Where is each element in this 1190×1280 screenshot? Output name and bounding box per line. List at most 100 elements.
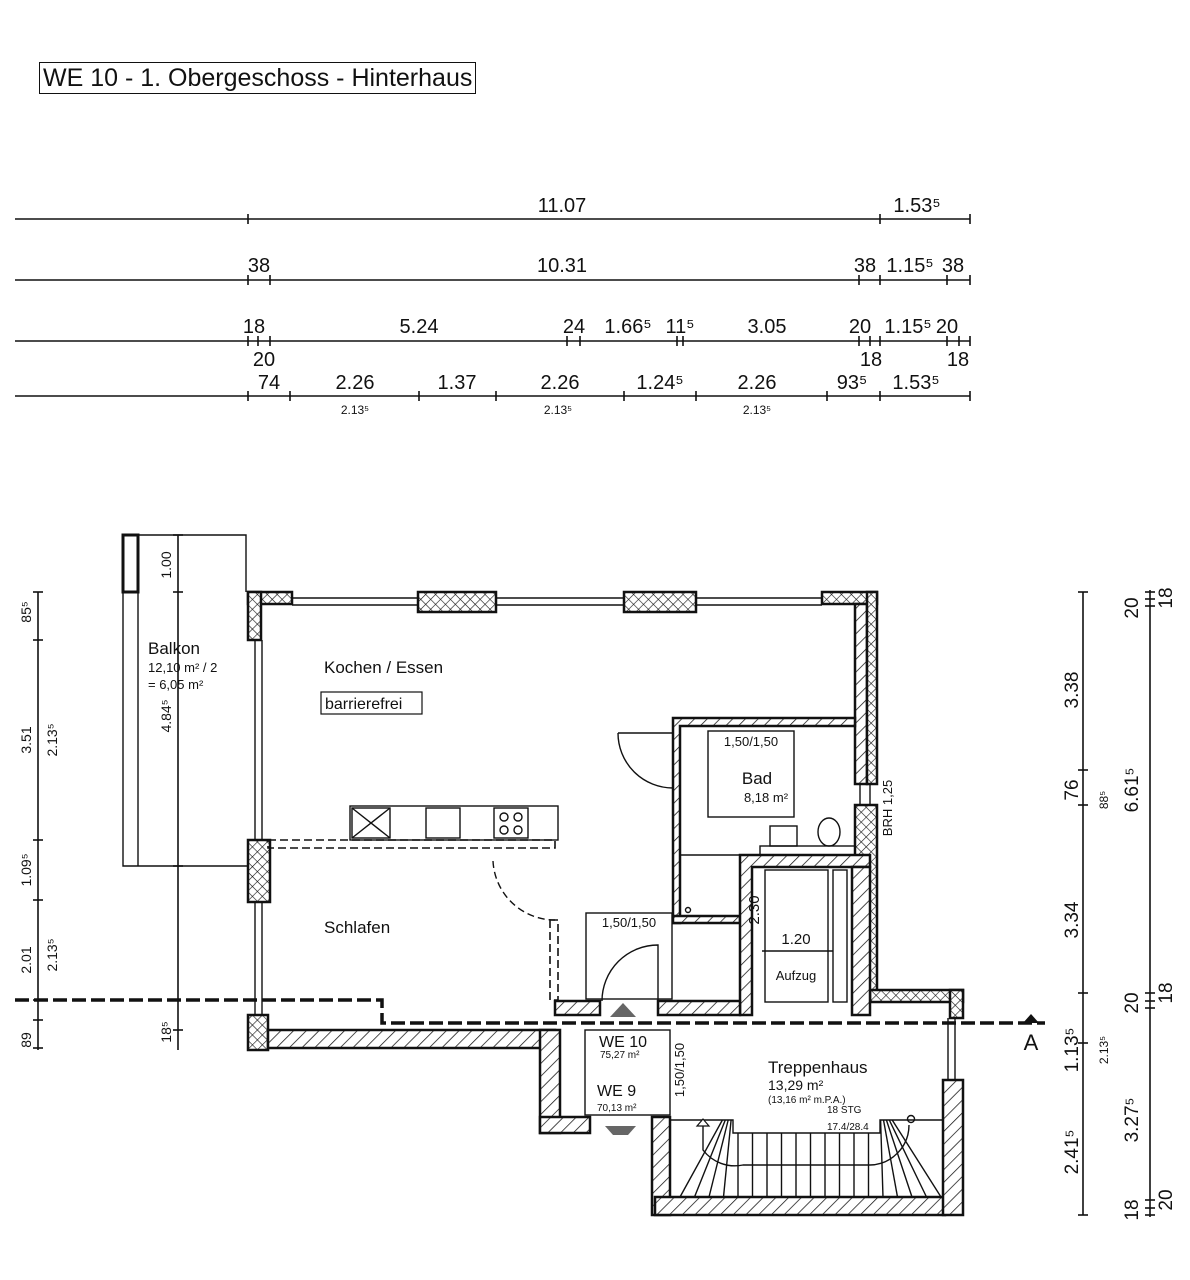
stair-tread [722,1119,732,1198]
dim-label: 20 [849,316,871,338]
stair-tread [891,1119,942,1198]
dim-label: 10.31 [537,255,587,277]
dim-sublabel: 2.13⁵ [341,403,369,417]
barrierefrei-tag: barrierefrei [325,696,402,713]
kitchen-counter [349,805,559,841]
dim-label: 18 [1122,1199,1143,1220]
entrance-arrow-up-icon [610,1003,636,1017]
elevator [762,869,848,1003]
plan-title: WE 10 - 1. Obergeschoss - Hinterhaus [39,62,477,94]
stair-ratio: 17.4/28.4 [827,1122,869,1133]
dim-label: 1.13⁵ [1062,1028,1083,1073]
unit-label-we10: WE 10 [599,1034,647,1051]
dim-label: 76 [1062,779,1083,800]
room-name-aufzug: Aufzug [776,968,816,983]
room-labels: Balkon 12,10 m² / 2 = 6,05 m² Kochen / E… [148,639,895,1133]
dim-label: 20 [936,316,958,338]
dim-label: 18 [860,349,882,371]
room-area-pa: (13,16 m² m.P.A.) [768,1095,846,1106]
dim-label: 6.61⁵ [1122,768,1143,813]
dim-label: 74 [258,372,280,394]
dim-label: 1.53⁵ [893,195,940,217]
dim-label: 20 [1156,1189,1177,1210]
dim-sublabel: 2.13⁵ [743,403,771,417]
dim-label: 20 [1122,597,1143,618]
dim-label: 3.05 [748,316,787,338]
washbasin-icon [769,825,798,847]
dim-label: 1.15⁵ [884,316,931,338]
staircase [670,1114,943,1198]
dim-label: 5.24 [400,316,439,338]
dim-label: 1.15⁵ [886,255,933,277]
left-dimension-chain: 85⁵ 3.51 1.09⁵ 2.01 89 2.13⁵ 2.13⁵ 1.00 … [18,535,179,1050]
stair-tread [693,1119,726,1198]
dim-label: 1.53⁵ [892,372,939,394]
balcony [121,533,248,867]
stair-tread [679,1119,724,1198]
stair-tread [888,1119,928,1198]
dim-label: 18 [243,316,265,338]
unit-area-we10: 75,27 m² [600,1050,640,1061]
stair-steps: 18 STG [827,1105,862,1116]
stair-tread [885,1119,913,1198]
unit-label-we9: WE 9 [597,1083,636,1100]
turning-circle-bad [707,730,795,818]
shower-drain-icon [684,906,692,914]
dim-sublabel: 88⁵ [1097,791,1111,809]
dim-label: 18 [1156,982,1177,1003]
dim-label: 18 [947,349,969,371]
dim-label: 1.24⁵ [636,372,683,394]
dim-sublabel: 2.13⁵ [544,403,572,417]
unit-area-we9: 70,13 m² [597,1103,637,1114]
dim-label: 2.13⁵ [44,723,60,756]
walls [246,590,965,1217]
room-area-balkon-half: = 6,05 m² [148,677,204,692]
stair-tread [879,1119,884,1198]
dim-label: 2.26 [738,372,777,394]
dim-label: 24 [563,316,585,338]
toilet-icon [817,817,841,847]
room-area-bad: 8,18 m² [744,790,789,805]
section-line: A [15,998,1045,1055]
dim-label: 18 [1156,587,1177,608]
dim-label: 1.66⁵ [604,316,651,338]
dim-sublabel: 2.13⁵ [1097,1036,1111,1064]
room-name-kochen: Kochen / Essen [324,658,443,677]
dim-label: 38 [854,255,876,277]
window-sill-height: BRH 1,25 [880,780,895,836]
dim-label: 2.01 [18,946,34,973]
sink-icon [425,807,461,839]
turning-circle-landing [584,1029,671,1116]
dim-label: 11.07 [538,195,587,217]
elevator-depth: 2.30 [746,895,763,924]
dim-label: 1.09⁵ [18,853,34,886]
room-area-balkon: 12,10 m² / 2 [148,660,217,675]
doors [492,732,674,1002]
dim-label: 85⁵ [18,601,34,622]
entrance-arrow-down-icon [605,1126,636,1135]
room-name-balkon: Balkon [148,639,200,658]
dim-label: 4.84⁵ [158,699,174,732]
dim-label: 2.13⁵ [44,938,60,971]
dim-label: 20 [1122,992,1143,1013]
dim-label: 3.51 [18,726,34,753]
turning-circle-flur [585,912,673,1000]
right-dimension-chain: 3.38 76 3.34 1.13⁵ 2.41⁵ 20 18 6.61⁵ 20 … [1062,587,1177,1220]
room-name-treppenhaus: Treppenhaus [768,1058,868,1077]
dim-label: 38 [248,255,270,277]
top-dimension-chain: 11.07 1.53⁵ 38 10.31 38 1.15⁵ 38 18 5.24… [15,195,971,417]
dim-label: 3.34 [1062,901,1083,938]
partition-walls [267,839,559,1001]
dim-label: 2.26 [336,372,375,394]
dim-label: 3.38 [1062,672,1083,709]
dim-label: 2.26 [541,372,580,394]
room-name-schlafen: Schlafen [324,918,390,937]
dim-label: 38 [942,255,964,277]
room-area-treppenhaus: 13,29 m² [768,1077,824,1093]
stair-tread [882,1119,899,1198]
turning-circle-label: 1,50/1,50 [602,915,656,930]
stove-icon [493,807,529,839]
stair-tread [708,1119,729,1198]
turning-circle-label: 1,50/1,50 [672,1043,687,1097]
